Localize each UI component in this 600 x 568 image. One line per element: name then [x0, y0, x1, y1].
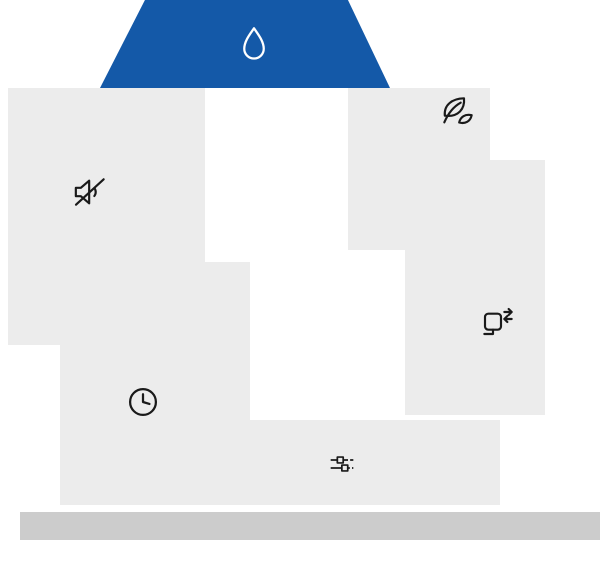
bottom-bar [20, 512, 600, 540]
active-mode-tab[interactable] [100, 0, 390, 88]
panel-plug [405, 160, 545, 415]
clock-icon[interactable] [125, 384, 161, 420]
volume-mute-icon[interactable] [70, 172, 110, 212]
plug-arrows-icon[interactable] [477, 302, 517, 342]
sliders-icon[interactable] [326, 448, 358, 480]
leaf-icon[interactable] [436, 91, 476, 131]
panel-settings [205, 420, 500, 505]
water-drop-icon [236, 23, 272, 65]
